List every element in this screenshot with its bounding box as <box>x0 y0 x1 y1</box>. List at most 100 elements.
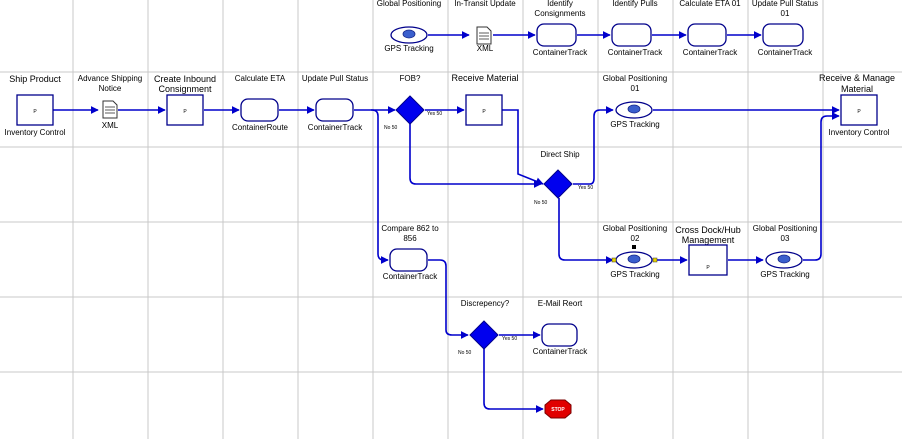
connector <box>558 198 614 264</box>
node-top-global-positioning[interactable]: Global Positioning GPS Tracking <box>377 0 441 53</box>
node-title: Calculate ETA <box>235 74 286 83</box>
yes-label: Yes 50 <box>427 111 442 117</box>
node-title: Create Inbound <box>154 74 216 84</box>
node-receive-material[interactable]: Receive Material P <box>451 73 519 126</box>
node-title: Update Pull Status <box>302 74 368 83</box>
node-title: Cross Dock/Hub <box>675 225 741 235</box>
decision-diamond <box>469 320 499 350</box>
node-title-line2: Consignment <box>158 84 212 94</box>
connector <box>483 349 544 413</box>
node-title-line2: Consignments <box>534 9 585 18</box>
node-global-positioning-01[interactable]: Global Positioning 01 GPS Tracking <box>603 74 667 129</box>
process-box <box>840 94 878 126</box>
stop-node[interactable]: STOP <box>544 399 572 419</box>
node-advance-shipping-notice[interactable]: Advance Shipping Notice XML <box>78 74 143 130</box>
no-label: No 50 <box>458 350 472 356</box>
node-in-transit-update[interactable]: In-Transit Update XML <box>454 0 516 53</box>
node-sublabel: GPS Tracking <box>384 44 433 53</box>
decision-diamond <box>543 169 573 199</box>
node-update-pull-status[interactable]: Update Pull Status ContainerTrack <box>302 74 368 132</box>
yes-label: Yes 50 <box>578 185 593 191</box>
node-sublabel: ContainerTrack <box>383 272 438 281</box>
process-box <box>688 244 728 276</box>
node-title: Global Positioning <box>603 224 667 233</box>
connector <box>573 106 614 185</box>
node-title: E-Mail Reort <box>538 299 583 308</box>
yes-label: Yes 50 <box>502 336 517 342</box>
decision-fob[interactable]: FOB? Yes 50 No 50 <box>384 74 442 131</box>
node-global-positioning-03[interactable]: Global Positioning 03 GPS Tracking <box>753 224 817 279</box>
process-marker: P <box>857 109 861 115</box>
node-title-line2: 856 <box>403 234 417 243</box>
node-sublabel: Inventory Control <box>5 128 66 137</box>
node-title: Global Positioning <box>753 224 817 233</box>
gps-ellipse-icon <box>615 251 653 269</box>
connection-handle <box>652 257 658 263</box>
decision-diamond <box>395 95 425 125</box>
connector <box>803 112 840 261</box>
gps-ellipse-icon <box>390 26 428 44</box>
node-sublabel: ContainerTrack <box>608 48 663 57</box>
node-sublabel: ContainerRoute <box>232 123 289 132</box>
selection-handle <box>632 245 636 249</box>
node-title: Ship Product <box>9 74 61 84</box>
node-calculate-eta-01[interactable]: Calculate ETA 01 ContainerTrack <box>679 0 741 57</box>
node-title: Update Pull Status <box>752 0 818 8</box>
node-title: Advance Shipping <box>78 74 143 83</box>
stop-label: STOP <box>551 407 565 413</box>
process-marker: P <box>482 109 486 115</box>
node-cross-dock-hub-management[interactable]: Cross Dock/Hub Management P <box>675 225 741 276</box>
process-box <box>166 94 204 126</box>
process-marker: P <box>33 109 37 115</box>
node-ship-product[interactable]: Ship Product P Inventory Control <box>5 74 66 137</box>
stop-sign-icon <box>544 399 572 419</box>
node-title-line2: 02 <box>631 234 640 243</box>
node-sublabel: ContainerTrack <box>758 48 813 57</box>
node-sublabel: GPS Tracking <box>610 120 659 129</box>
system-box <box>611 23 652 47</box>
node-title-line2: Management <box>682 235 735 245</box>
node-identify-pulls[interactable]: Identify Pulls ContainerTrack <box>608 0 663 57</box>
node-sublabel: GPS Tracking <box>760 270 809 279</box>
system-box <box>762 23 804 47</box>
node-email-report[interactable]: E-Mail Reort ContainerTrack <box>533 299 588 356</box>
process-box <box>16 94 54 126</box>
system-box <box>315 98 354 122</box>
system-box <box>240 98 279 122</box>
node-calculate-eta[interactable]: Calculate ETA ContainerRoute <box>232 74 289 132</box>
node-sublabel: ContainerTrack <box>533 347 588 356</box>
decision-direct-ship[interactable]: Direct Ship Yes 50 No 50 <box>534 150 593 206</box>
process-marker: P <box>183 109 187 115</box>
decision-discrepency[interactable]: Discrepency? Yes 50 No 50 <box>458 299 517 356</box>
node-compare-862-to-856[interactable]: Compare 862 to 856 ContainerTrack <box>381 224 439 281</box>
node-update-pull-status-01[interactable]: Update Pull Status 01 ContainerTrack <box>752 0 818 57</box>
node-receive-manage-material[interactable]: Receive & Manage Material P Inventory Co… <box>819 73 895 137</box>
node-title: Identify Pulls <box>612 0 657 8</box>
document-icon <box>476 26 492 45</box>
process-marker: P <box>706 265 710 271</box>
node-title-line2: 01 <box>781 9 790 18</box>
node-title-line2: Material <box>841 84 873 94</box>
node-sublabel: ContainerTrack <box>683 48 738 57</box>
node-identify-consignments[interactable]: Identify Consignments ContainerTrack <box>533 0 588 57</box>
decision-title: FOB? <box>400 74 421 83</box>
system-box <box>389 248 428 272</box>
no-label: No 50 <box>384 125 398 131</box>
connector <box>371 109 389 264</box>
node-title-line2: 01 <box>631 84 640 93</box>
node-title: Receive Material <box>451 73 518 83</box>
node-title: Compare 862 to <box>381 224 439 233</box>
process-box <box>465 94 503 126</box>
connector <box>502 109 544 186</box>
node-title: Global Positioning <box>603 74 667 83</box>
node-global-positioning-02[interactable]: Global Positioning 02 GPS Tracking <box>603 224 667 279</box>
node-title: Identify <box>547 0 573 8</box>
node-title: Global Positioning <box>377 0 441 8</box>
node-sublabel: Inventory Control <box>829 128 890 137</box>
gps-ellipse-icon <box>615 101 653 119</box>
node-create-inbound-consignment[interactable]: Create Inbound Consignment P <box>154 74 216 126</box>
node-sublabel: GPS Tracking <box>610 270 659 279</box>
